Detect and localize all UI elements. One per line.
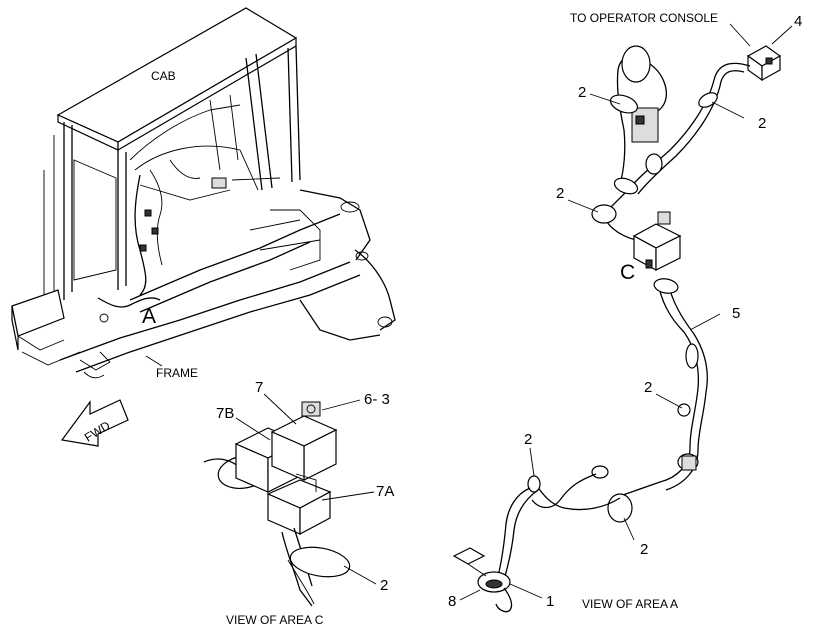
view-area-c-label: VIEW OF AREA C [226,613,324,627]
fwd-arrow: FWD [60,399,129,447]
cab-roof [56,7,298,143]
callout-1: 1 [546,593,554,610]
callout-8: 8 [448,593,456,610]
frame-leader [145,355,163,367]
callout-2-a2: 2 [758,115,766,132]
callout-5: 5 [732,305,740,322]
area-a-detail-view: TO OPERATOR CONSOLE 4 C [448,11,802,613]
callout-6-3: 6- 3 [364,391,390,408]
area-c-detail-view: 7 7B 6- 3 7A 2 VIEW OF AREA C [203,379,394,627]
callout-2-a5: 2 [524,431,532,448]
cab-label: CAB [151,69,176,83]
callout-2-a1: 2 [578,84,586,101]
callout-4: 4 [794,13,802,30]
callout-7: 7 [255,379,263,396]
callout-2-a4: 2 [644,379,652,396]
area-a-marker: A [142,305,156,328]
callout-2-area-c: 2 [380,577,388,594]
callout-2-a6: 2 [640,541,648,558]
area-c-marker: C [620,261,635,284]
frame-label: FRAME [156,366,198,380]
machine-cab-illustration: A CAB FRAME [11,7,396,380]
callout-7a: 7A [376,483,394,500]
callout-2-a3: 2 [556,185,564,202]
view-area-a-label: VIEW OF AREA A [582,597,678,611]
callout-7b: 7B [216,405,234,422]
to-operator-console-label: TO OPERATOR CONSOLE [570,11,718,25]
